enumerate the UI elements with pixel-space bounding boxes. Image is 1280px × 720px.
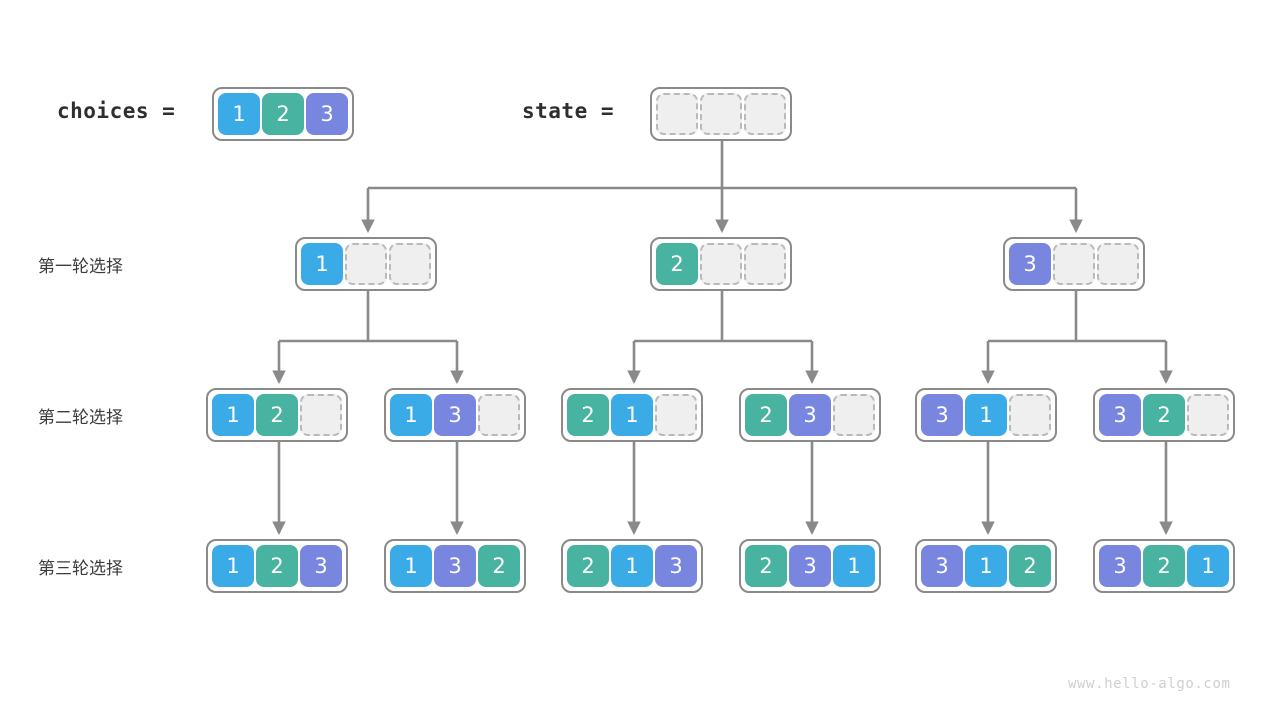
node-3-2-cell-1: 1: [390, 545, 432, 587]
choices-cell-1: 1: [218, 93, 260, 135]
node-2-5-cell-empty: [1009, 394, 1051, 436]
node-1-1-cell-empty: [345, 243, 387, 285]
choices-cell-2: 2: [262, 93, 304, 135]
row-label-round-1: 第一轮选择: [38, 257, 123, 277]
node-3-3-cell-3: 3: [655, 545, 697, 587]
node-3-5-cell-3: 3: [921, 545, 963, 587]
node-2-4-cell-3: 3: [789, 394, 831, 436]
node-3-6-cell-3: 3: [1099, 545, 1141, 587]
node-1-1-cell-1: 1: [301, 243, 343, 285]
node-2-6-cell-2: 2: [1143, 394, 1185, 436]
node-3-2-cell-3: 3: [434, 545, 476, 587]
node-3-3-cell-1: 1: [611, 545, 653, 587]
node-3-1-cell-1: 1: [212, 545, 254, 587]
node-2-2-cell-3: 3: [434, 394, 476, 436]
state-cell-empty: [744, 93, 786, 135]
node-3-1-cell-2: 2: [256, 545, 298, 587]
node-3-5-cell-1: 1: [965, 545, 1007, 587]
node-2-5-cell-1: 1: [965, 394, 1007, 436]
node-2-5-cell-3: 3: [921, 394, 963, 436]
node-2-4-cell-empty: [833, 394, 875, 436]
node-3-6-cell-1: 1: [1187, 545, 1229, 587]
state-cell-empty: [656, 93, 698, 135]
tree-node-1-3: 3: [1003, 237, 1145, 291]
node-2-6-cell-3: 3: [1099, 394, 1141, 436]
node-3-4-cell-1: 1: [833, 545, 875, 587]
node-1-2-cell-2: 2: [656, 243, 698, 285]
node-3-6-cell-2: 2: [1143, 545, 1185, 587]
node-2-2-cell-empty: [478, 394, 520, 436]
choices-label: choices =: [57, 99, 176, 123]
row-label-round-2: 第二轮选择: [38, 408, 123, 428]
node-1-3-cell-empty: [1097, 243, 1139, 285]
watermark: www.hello-algo.com: [1068, 676, 1231, 692]
node-3-5-cell-2: 2: [1009, 545, 1051, 587]
choices-cell-3: 3: [306, 93, 348, 135]
node-2-2-cell-1: 1: [390, 394, 432, 436]
node-3-4-cell-3: 3: [789, 545, 831, 587]
node-2-3-cell-2: 2: [567, 394, 609, 436]
tree-node-1-1: 1: [295, 237, 437, 291]
node-2-3-cell-1: 1: [611, 394, 653, 436]
node-2-3-cell-empty: [655, 394, 697, 436]
node-1-3-cell-3: 3: [1009, 243, 1051, 285]
node-2-1-cell-empty: [300, 394, 342, 436]
node-2-6-cell-empty: [1187, 394, 1229, 436]
node-1-2-cell-empty: [700, 243, 742, 285]
node-2-4-cell-2: 2: [745, 394, 787, 436]
node-3-4-cell-2: 2: [745, 545, 787, 587]
state-label: state =: [522, 99, 615, 123]
state-array: [650, 87, 792, 141]
row-label-round-3: 第三轮选择: [38, 559, 123, 579]
tree-node-1-2: 2: [650, 237, 792, 291]
node-3-2-cell-2: 2: [478, 545, 520, 587]
node-3-1-cell-3: 3: [300, 545, 342, 587]
node-2-1-cell-1: 1: [212, 394, 254, 436]
node-1-2-cell-empty: [744, 243, 786, 285]
node-1-3-cell-empty: [1053, 243, 1095, 285]
node-2-1-cell-2: 2: [256, 394, 298, 436]
node-1-1-cell-empty: [389, 243, 431, 285]
node-3-3-cell-2: 2: [567, 545, 609, 587]
state-cell-empty: [700, 93, 742, 135]
